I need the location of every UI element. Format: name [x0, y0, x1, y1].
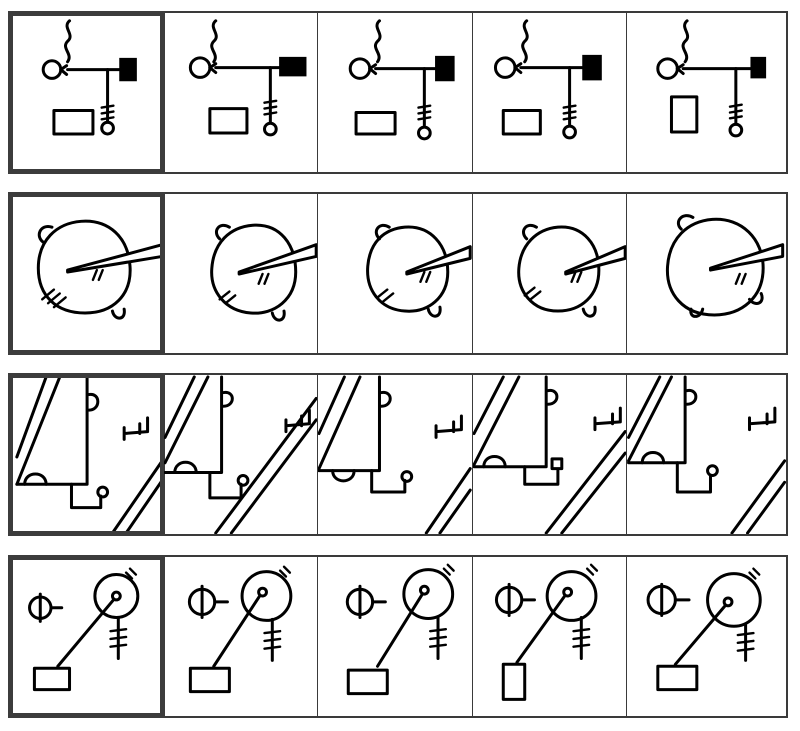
pendant-figure-option	[473, 13, 626, 172]
option-cell-row3-2[interactable]	[318, 375, 473, 534]
wedge-circle-option	[627, 194, 786, 353]
puzzle-row-2	[7, 192, 788, 355]
diagonal-block-option	[627, 375, 786, 534]
pendant-figure-option	[164, 13, 317, 172]
option-cell-row3-1[interactable]	[164, 375, 319, 534]
puzzle-row-3	[7, 373, 788, 536]
option-cell-row1-2[interactable]	[318, 13, 473, 172]
diagonal-block-option	[473, 375, 626, 534]
reference-cell-row1[interactable]	[7, 11, 166, 174]
two-circle-network-option	[318, 557, 471, 716]
option-cell-row3-3[interactable]	[473, 375, 627, 534]
pendant-figure-option	[627, 13, 786, 172]
wedge-circle-option	[164, 194, 317, 353]
option-cell-row4-3[interactable]	[473, 557, 627, 716]
wedge-circle-option	[473, 194, 626, 353]
option-cell-row2-4[interactable]	[627, 194, 786, 353]
diagonal-block-option	[164, 375, 317, 534]
option-cell-row4-4[interactable]	[627, 557, 786, 716]
option-cell-row3-4[interactable]	[627, 375, 786, 534]
reference-cell-row4[interactable]	[7, 555, 166, 718]
option-cell-row2-1[interactable]	[164, 194, 319, 353]
two-circle-network-option	[473, 557, 626, 716]
option-cell-row4-1[interactable]	[164, 557, 319, 716]
pendant-figure-reference	[10, 13, 163, 172]
option-cell-row1-1[interactable]	[164, 13, 319, 172]
option-cell-row4-2[interactable]	[318, 557, 473, 716]
two-circle-network-reference	[10, 557, 163, 716]
reference-cell-row2[interactable]	[7, 192, 166, 355]
pendant-figure-option	[318, 13, 471, 172]
reference-cell-row3[interactable]	[7, 373, 166, 536]
wedge-circle-reference	[10, 194, 163, 353]
puzzle-row-1	[7, 11, 788, 174]
option-cell-row1-3[interactable]	[473, 13, 627, 172]
puzzle-row-4	[7, 555, 788, 718]
diagonal-block-reference	[10, 375, 163, 534]
option-cell-row1-4[interactable]	[627, 13, 786, 172]
diagonal-block-option	[318, 375, 471, 534]
option-cell-row2-3[interactable]	[473, 194, 627, 353]
wedge-circle-option	[318, 194, 471, 353]
two-circle-network-option	[164, 557, 317, 716]
option-cell-row2-2[interactable]	[318, 194, 473, 353]
two-circle-network-option	[627, 557, 786, 716]
